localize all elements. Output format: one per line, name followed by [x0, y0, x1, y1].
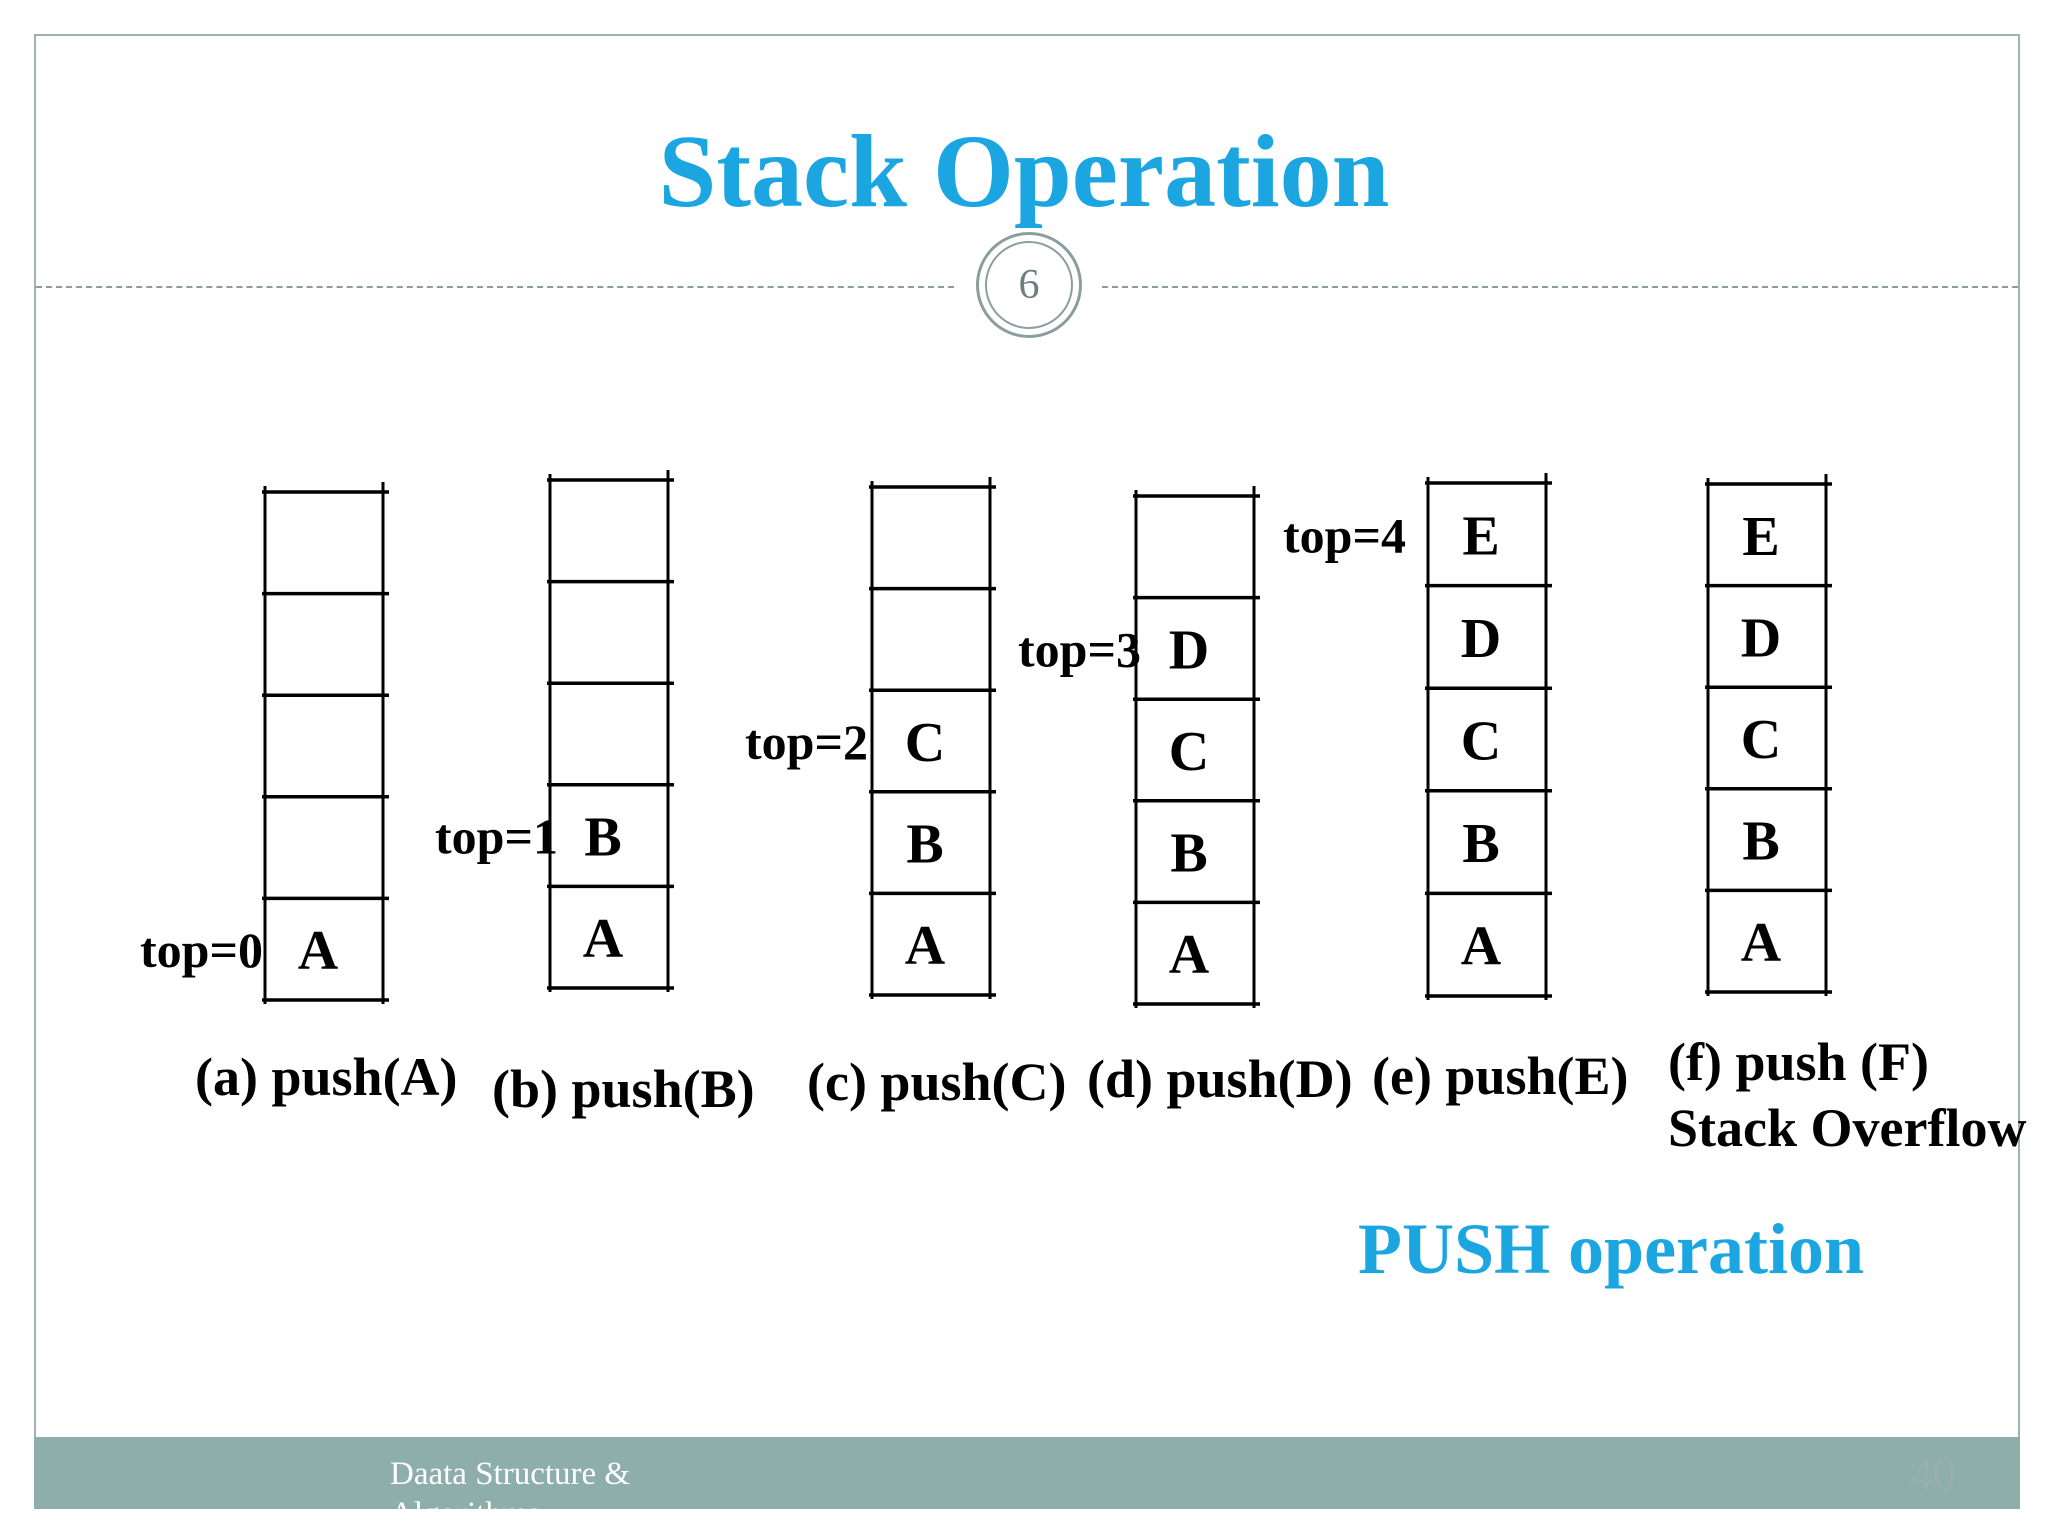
stack-cell-value: B: [906, 814, 943, 876]
stack-cell-value: C: [1461, 711, 1501, 773]
stack-cell-value: C: [905, 712, 945, 774]
stack-cell-value: A: [298, 920, 339, 982]
top-pointer-label: top=1: [435, 809, 558, 865]
stack-cell-value: D: [1169, 619, 1209, 681]
stack-caption: (b) push(B): [492, 1059, 755, 1119]
page-number: 40: [1910, 1448, 1956, 1499]
stack-cell-value: A: [1461, 916, 1502, 978]
stack-caption: Stack Overflow: [1668, 1098, 2026, 1158]
stack-cell-value: C: [1741, 709, 1781, 771]
stack-cell-value: B: [1170, 823, 1207, 885]
stack-cell-value: A: [1169, 924, 1210, 986]
stack-cell-value: D: [1461, 608, 1501, 670]
header-divider-right: [1102, 286, 2018, 288]
stack-caption: (a) push(A): [195, 1047, 458, 1107]
stack-cell-value: E: [1742, 506, 1779, 568]
push-operation-label: PUSH operation: [1358, 1209, 1865, 1289]
stack-cell-value: B: [1742, 811, 1779, 873]
stack-cell-value: B: [1462, 813, 1499, 875]
stack-cell-value: C: [1169, 721, 1209, 783]
stack-cell-value: A: [1741, 912, 1782, 974]
stack-caption: (d) push(D): [1087, 1049, 1353, 1109]
stack-cell-value: A: [583, 908, 624, 970]
top-pointer-label: top=2: [745, 714, 868, 770]
stack-cell-value: B: [584, 807, 621, 869]
stack-caption: (e) push(E): [1372, 1046, 1629, 1106]
section-number: 6: [985, 241, 1073, 329]
top-pointer-label: top=3: [1018, 621, 1141, 677]
section-number-badge: 6: [976, 232, 1082, 338]
stack-cell-value: D: [1741, 607, 1781, 669]
stack-caption: (c) push(C): [807, 1052, 1067, 1112]
stack-caption: (f) push (F): [1668, 1032, 1929, 1092]
footer-bar: Daata Structure & Algorithms 40: [34, 1437, 2020, 1509]
stack-cell-value: A: [905, 915, 946, 977]
top-pointer-label: top=0: [140, 922, 263, 978]
stack-cell-value: E: [1462, 505, 1499, 567]
top-pointer-label: top=4: [1283, 507, 1406, 563]
footer-course-title: Daata Structure & Algorithms: [390, 1456, 631, 1509]
slide-title: Stack Operation: [658, 114, 1390, 229]
header-divider-left: [36, 286, 954, 288]
